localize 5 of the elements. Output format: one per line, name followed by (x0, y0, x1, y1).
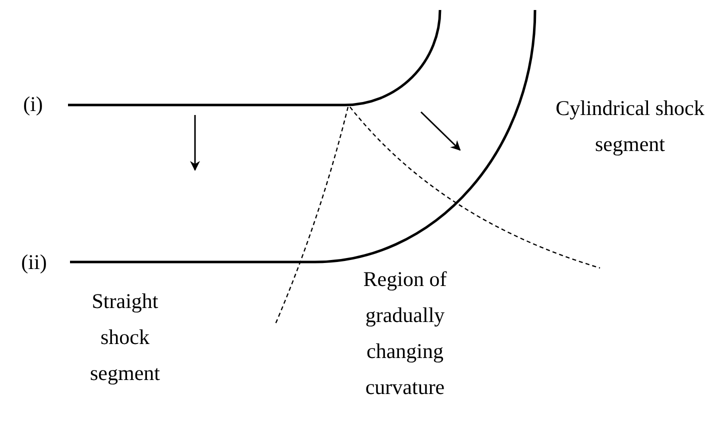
shock-label: (i) (22, 91, 44, 118)
region-label: Region of gradually changing curvature (362, 266, 448, 401)
region-label: Straight shock segment (89, 288, 161, 387)
shock-label: (ii) (20, 249, 48, 276)
region-label: Cylindrical shock segment (555, 95, 705, 158)
